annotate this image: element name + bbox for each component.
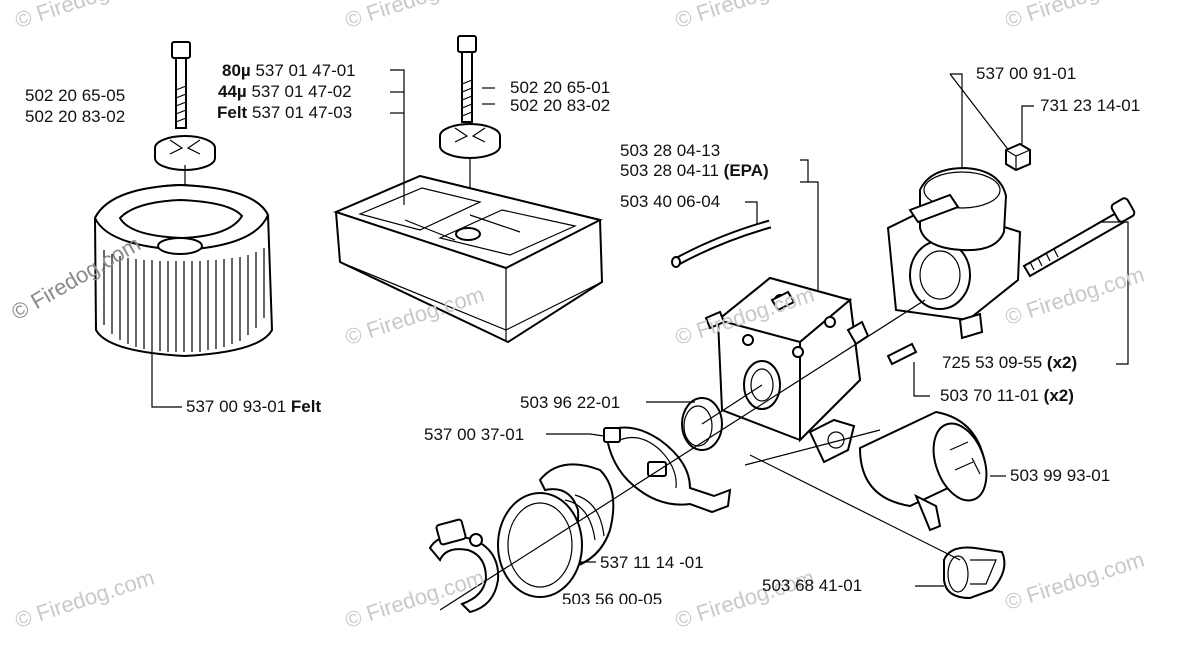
- label-carb-1: 503 28 04-13: [620, 141, 721, 160]
- intake-clamp: [603, 426, 732, 514]
- filter-cartridge: [858, 410, 988, 532]
- fuel-hose: [671, 219, 772, 268]
- nut-right: [439, 123, 501, 159]
- hose-clamp: [428, 518, 500, 614]
- label-filter-44: 44µ 537 01 47-02: [218, 82, 352, 101]
- label-bolt-right: 502 20 65-01: [510, 78, 611, 97]
- label-shield: 503 99 93-01: [1010, 466, 1111, 485]
- label-hose: 503 40 06-04: [620, 192, 721, 211]
- label-intake-boot: 537 11 14 -01: [600, 553, 704, 572]
- label-nut-right: 502 20 83-02: [510, 96, 611, 115]
- pin: [886, 342, 918, 366]
- label-hose-clamp: 503 56 00-05: [562, 590, 663, 604]
- label-bolt-left: 502 20 65-05: [25, 86, 126, 105]
- label-ring: 503 96 22-01: [520, 393, 621, 412]
- label-long-bolt: 725 53 09-55 (x2): [942, 353, 1078, 372]
- assembly-lines: [439, 299, 961, 611]
- label-nut-left: 502 20 83-02: [25, 107, 126, 126]
- label-carb-2: 503 28 04-11 (EPA): [620, 161, 769, 180]
- intake-manifold: [886, 166, 1022, 340]
- label-felt-filter: 537 00 93-01 Felt: [186, 397, 322, 416]
- label-nut-small: 731 23 14-01: [1040, 96, 1141, 115]
- nut-left: [154, 135, 216, 171]
- felt-air-filter: [93, 183, 274, 358]
- label-clamp: 537 00 37-01: [424, 425, 525, 444]
- square-nut: [1005, 142, 1031, 172]
- label-grommet: 503 68 41-01: [762, 576, 863, 595]
- long-bolt: [1022, 197, 1136, 278]
- bolt-right: [457, 35, 477, 123]
- label-filter-80: 80µ 537 01 47-01: [222, 61, 356, 80]
- grommet: [943, 546, 1006, 600]
- air-filter-flat: [333, 174, 604, 344]
- intake-boot: [497, 463, 615, 598]
- bolt-left: [171, 41, 191, 129]
- label-gasket-top: 537 00 91-01: [976, 64, 1077, 83]
- label-pin: 503 70 11-01 (x2): [940, 386, 1074, 405]
- label-filter-felt: Felt 537 01 47-03: [217, 103, 353, 122]
